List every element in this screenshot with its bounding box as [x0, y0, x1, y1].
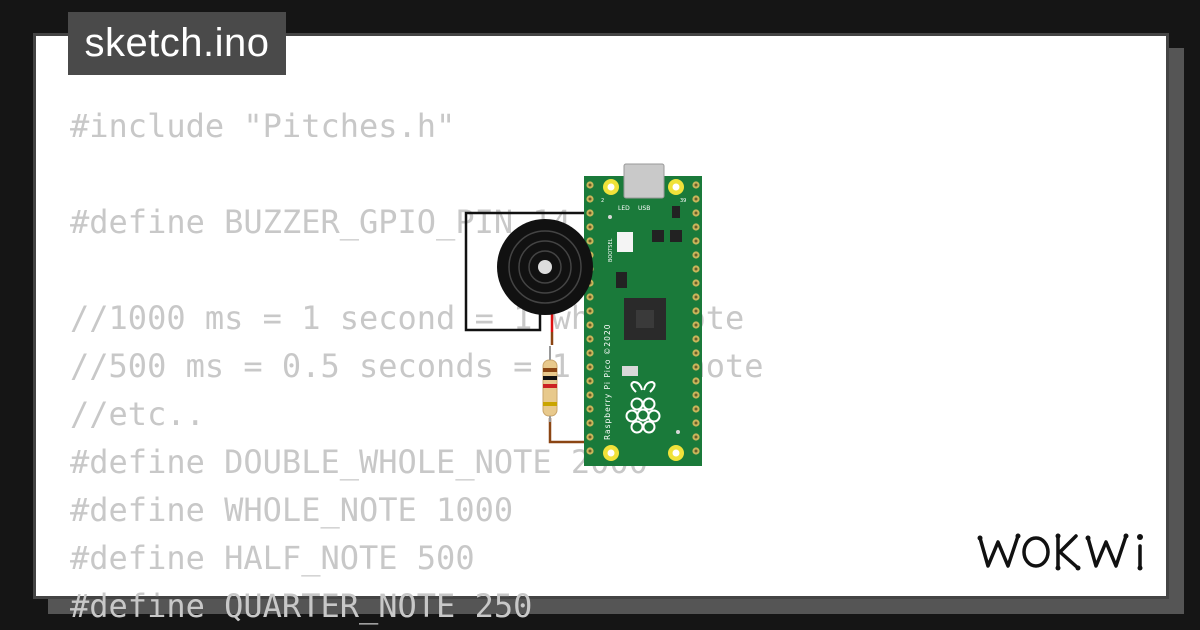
circuit-diagram: LED USB 2 39 BOOTSEL Raspberry Pi Pico ©… [464, 163, 702, 466]
black-wire [464, 211, 590, 332]
header-pin-hole [694, 435, 698, 439]
header-pin-hole [588, 309, 592, 313]
header-pin-hole [588, 393, 592, 397]
header-pin-hole [694, 309, 698, 313]
header-pin-hole [694, 449, 698, 453]
header-pin-hole [694, 337, 698, 341]
raspberry-logo [625, 380, 661, 434]
header-pin-hole [588, 197, 592, 201]
header-pin-hole [588, 225, 592, 229]
usb-label: USB [638, 205, 650, 212]
header-pin-hole [588, 421, 592, 425]
header-pin-hole [694, 365, 698, 369]
header-pin-hole [694, 295, 698, 299]
header-pin-hole [694, 225, 698, 229]
usb-connector [623, 163, 665, 199]
header-pin-hole [694, 197, 698, 201]
header-pin-hole [588, 337, 592, 341]
code-line: //etc.. [70, 395, 205, 433]
header-pin-hole [588, 449, 592, 453]
pin-header-right [692, 181, 700, 455]
bootsel-button[interactable] [617, 232, 633, 252]
header-pin-hole [694, 407, 698, 411]
header-pin-hole [694, 239, 698, 243]
header-pin-hole [694, 253, 698, 257]
board-name-label: Raspberry Pi Pico ©2020 [603, 324, 612, 441]
header-pin-hole [694, 267, 698, 271]
pin-label: 2 [601, 198, 604, 204]
wokwi-logo [977, 533, 1143, 571]
header-pin-hole [694, 351, 698, 355]
header-pin-hole [588, 407, 592, 411]
header-pin-hole [588, 435, 592, 439]
header-pin-hole [588, 211, 592, 215]
header-pin-hole [588, 323, 592, 327]
piezo-buzzer[interactable] [497, 219, 593, 315]
code-line: #include "Pitches.h" [70, 107, 456, 145]
header-pin-hole [694, 183, 698, 187]
code-line: #define HALF_NOTE 500 [70, 539, 475, 577]
header-pin-hole [694, 323, 698, 327]
sketch-title-tab[interactable]: sketch.ino [68, 12, 286, 75]
code-line: #define QUARTER_NOTE 250 [70, 587, 533, 625]
header-pin-hole [588, 365, 592, 369]
header-pin-hole [588, 295, 592, 299]
resistor[interactable] [542, 346, 558, 422]
header-pin-hole [694, 393, 698, 397]
header-pin-hole [694, 379, 698, 383]
header-pin-hole [694, 211, 698, 215]
code-line: #define WHOLE_NOTE 1000 [70, 491, 514, 529]
code-snippet: #include "Pitches.h"#define BUZZER_GPIO_… [70, 102, 764, 630]
header-pin-hole [588, 379, 592, 383]
pin-label: 39 [680, 198, 686, 204]
code-line: #define DOUBLE_WHOLE_NOTE 2000 [70, 443, 648, 481]
header-pin-hole [694, 281, 698, 285]
header-pin-hole [588, 239, 592, 243]
header-pin-hole [588, 351, 592, 355]
brown-wire-bottom [548, 418, 594, 444]
header-pin-hole [694, 421, 698, 425]
bootsel-label: BOOTSEL [608, 238, 614, 262]
led-label: LED [618, 205, 630, 212]
header-pin-hole [588, 183, 592, 187]
raspberry-pi-pico-board[interactable]: LED USB 2 39 BOOTSEL Raspberry Pi Pico ©… [584, 163, 702, 466]
